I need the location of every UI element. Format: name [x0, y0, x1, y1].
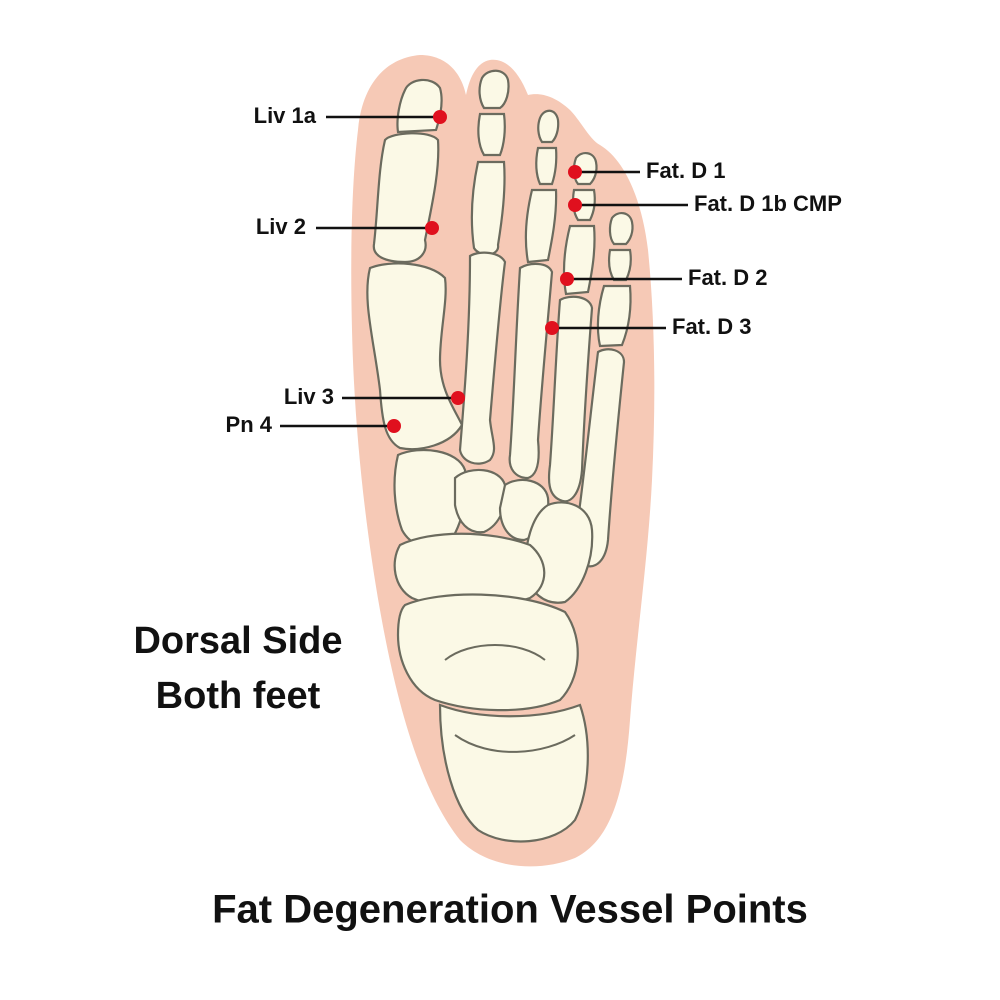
label-fat-d-2: Fat. D 2	[688, 265, 767, 290]
label-liv-2: Liv 2	[256, 214, 306, 239]
talus-head-line	[444, 644, 546, 661]
label-liv-3: Liv 3	[284, 384, 334, 409]
fifth-toe-proximal	[596, 284, 632, 348]
side-label-line2: Both feet	[156, 675, 321, 717]
label-liv-1a: Liv 1a	[254, 103, 317, 128]
calcaneus	[438, 703, 589, 843]
leader-lines	[280, 115, 688, 428]
talus	[396, 593, 579, 712]
acupoints	[387, 110, 582, 433]
diagram-title: Fat Degeneration Vessel Points	[212, 888, 808, 932]
side-label-line1: Dorsal Side	[133, 620, 342, 662]
point-fat-d-1	[568, 165, 582, 179]
fifth-toe-distal	[608, 212, 634, 246]
point-fat-d-3	[545, 321, 559, 335]
fifth-toe-middle	[607, 248, 632, 282]
fifth-metatarsal	[573, 348, 626, 568]
third-toe-distal	[537, 109, 560, 144]
calcaneus-inner-line	[454, 734, 576, 753]
label-fat-d-1: Fat. D 1	[646, 158, 725, 183]
fourth-metatarsal	[547, 295, 594, 503]
foot-bones	[366, 69, 634, 843]
second-toe-middle	[477, 112, 506, 157]
hallux-proximal-phalanx	[372, 132, 440, 264]
second-toe-proximal	[470, 160, 506, 256]
label-fat-d-1b-cmp: Fat. D 1b CMP	[694, 191, 842, 216]
third-toe-proximal	[524, 188, 558, 264]
navicular	[393, 532, 546, 609]
point-liv-1a	[433, 110, 447, 124]
point-fat-d-2	[560, 272, 574, 286]
third-metatarsal	[508, 262, 554, 480]
point-fat-d-1b-cmp	[568, 198, 582, 212]
label-pn-4: Pn 4	[226, 412, 273, 437]
point-liv-3	[451, 391, 465, 405]
second-metatarsal	[458, 251, 507, 465]
second-toe-distal	[478, 69, 510, 110]
point-liv-2	[425, 221, 439, 235]
third-toe-middle	[535, 146, 558, 186]
point-pn-4	[387, 419, 401, 433]
label-fat-d-3: Fat. D 3	[672, 314, 751, 339]
